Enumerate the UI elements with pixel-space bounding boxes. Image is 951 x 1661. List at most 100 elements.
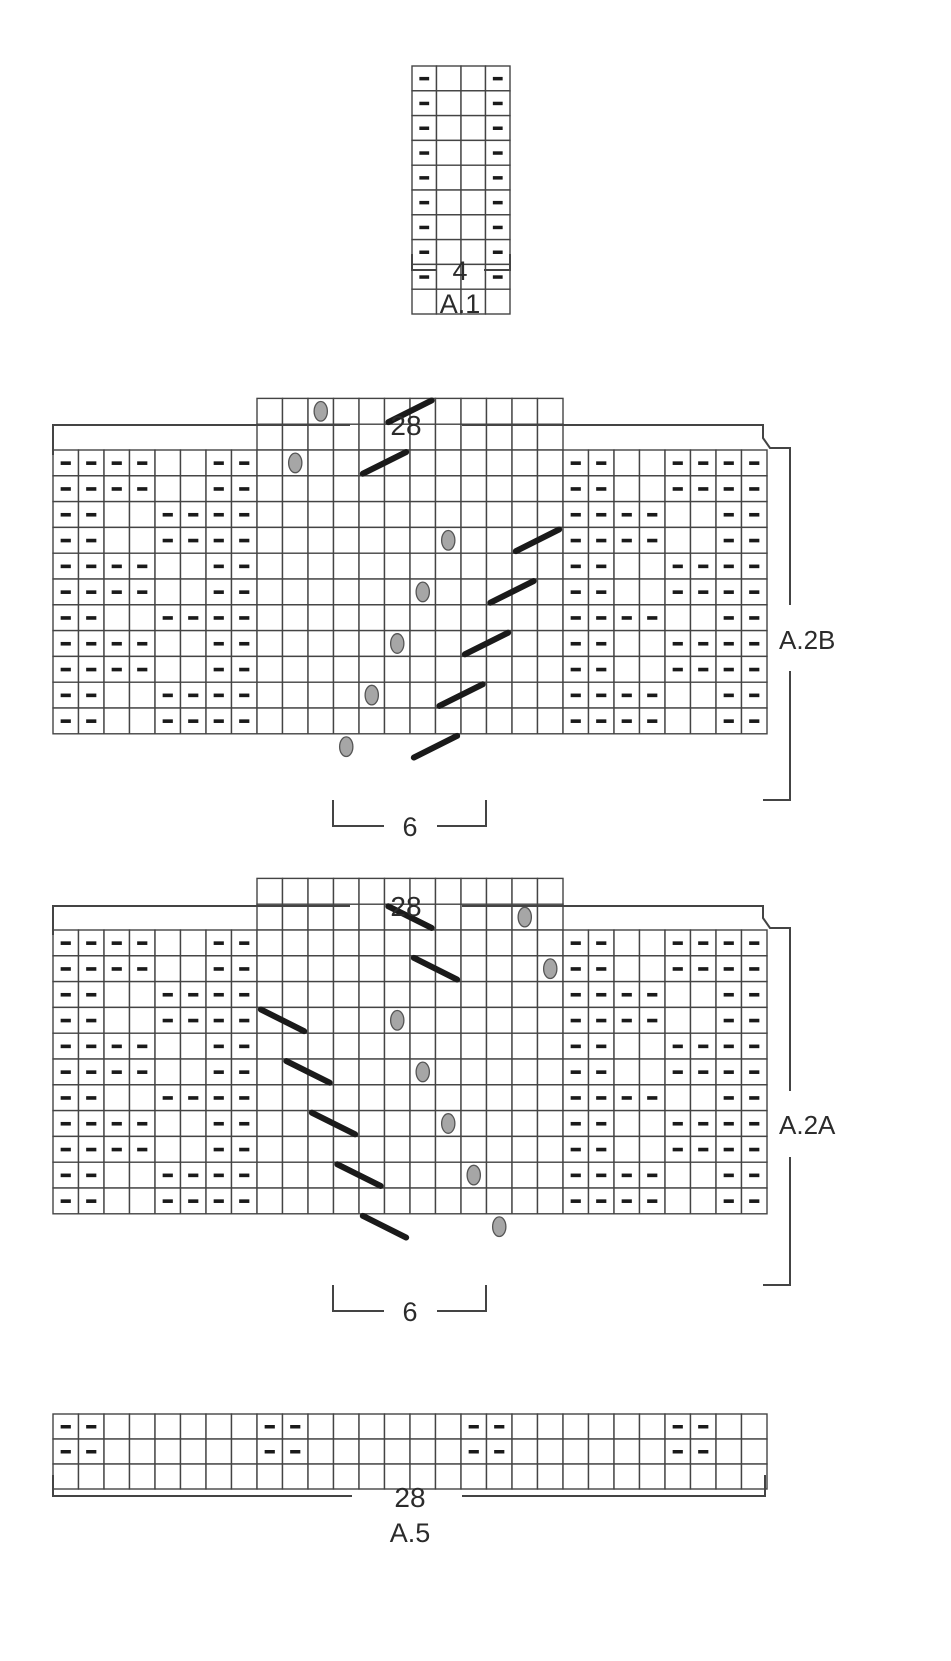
chart-cell [256,449,284,477]
chart-cell [409,1032,437,1060]
chart-cell [460,114,487,142]
chart-cell [256,1032,284,1060]
chart-cell [409,1109,437,1138]
chart-cell [281,578,309,606]
purl-symbol [239,1044,250,1049]
chart-cell [485,1463,513,1490]
chart-a2a-width-label: 28 [390,891,421,922]
purl-symbol [723,1147,734,1152]
chart-cell [205,1006,233,1034]
chart-cell [536,1135,564,1163]
chart-a2a-width-bracket [52,905,791,1286]
purl-symbol [698,487,709,491]
chart-a5-grid [52,1413,768,1490]
purl-symbol [570,461,581,465]
chart-cell [638,475,666,503]
chart-cell [103,1161,131,1189]
chart-cell [434,1187,462,1215]
chart-cell [332,1084,360,1112]
purl-symbol [137,564,148,569]
chart-cell [460,980,488,1009]
chart-cell [511,449,539,477]
chart-cell [460,526,488,554]
chart-cell [460,1135,488,1163]
purl-symbol [239,590,250,594]
chart-cell [511,681,539,709]
purl-symbol [60,1121,71,1126]
cable-symbol [257,1006,308,1035]
chart-cell [613,1109,641,1138]
chart-cell [332,877,360,905]
chart-cell [434,1135,462,1163]
purl-symbol [213,641,224,646]
chart-cell [154,1135,182,1163]
chart-cell [179,955,207,983]
chart-cell [52,1135,80,1163]
purl-symbol [492,250,503,254]
purl-symbol [672,967,683,971]
chart-cell [460,1058,488,1086]
purl-symbol [723,1070,734,1074]
purl-symbol [570,967,581,971]
purl-symbol [698,667,709,672]
chart-cell [485,1109,513,1138]
chart-cell [411,288,438,315]
chart-cell [154,929,182,957]
chart-cell [103,526,131,554]
chart-cell [103,681,131,709]
purl-symbol [492,151,503,155]
chart-cell [409,629,437,658]
purl-symbol [596,1121,607,1126]
chart-cell [511,980,539,1009]
purl-symbol [698,590,709,594]
chart-cell [307,1463,335,1490]
purl-symbol [570,538,581,543]
chart-a5: 28 A.5 [52,1413,768,1548]
chart-cell [536,604,564,632]
purl-symbol [137,941,148,945]
chart-cell [332,1135,360,1163]
chart-cell [613,629,641,658]
purl-symbol [60,719,71,723]
purl-symbol [596,487,607,491]
chart-cell [358,604,386,632]
purl-symbol [419,126,430,130]
chart-cell [460,578,488,606]
chart-cell [154,449,182,477]
chart-cell [281,423,309,451]
purl-symbol [672,641,683,646]
purl-symbol [698,941,709,945]
chart-cell [307,1161,335,1189]
chart-cell [460,929,488,957]
chart-cell [154,1463,182,1490]
chart-cell [587,1438,615,1465]
purl-symbol [647,538,658,543]
chart-cell [664,526,692,554]
chart-cell [256,604,284,632]
chart-a2b-repeat-label: 6 [402,812,417,842]
purl-symbol [596,641,607,646]
purl-symbol [137,590,148,594]
chart-cell [307,578,335,606]
purl-symbol [698,461,709,465]
purl-symbol [86,1044,97,1049]
chart-cell [383,578,411,606]
purl-symbol [86,1121,97,1126]
chart-cell [485,552,513,580]
chart-cell [435,189,462,216]
chart-cell [230,1463,258,1490]
cable-symbol [410,954,461,983]
chart-cell [613,655,641,683]
chart-cell [689,681,717,709]
purl-symbol [239,487,250,491]
chart-cell [434,1006,462,1034]
chart-cell [485,877,513,905]
chart-cell [281,552,309,580]
chart-cell [332,423,360,451]
chart-cell [256,903,284,931]
chart-cell [103,1006,131,1034]
purl-symbol [86,693,97,698]
purl-symbol [596,512,607,517]
purl-symbol [723,1199,734,1203]
chart-cell [128,1006,156,1034]
